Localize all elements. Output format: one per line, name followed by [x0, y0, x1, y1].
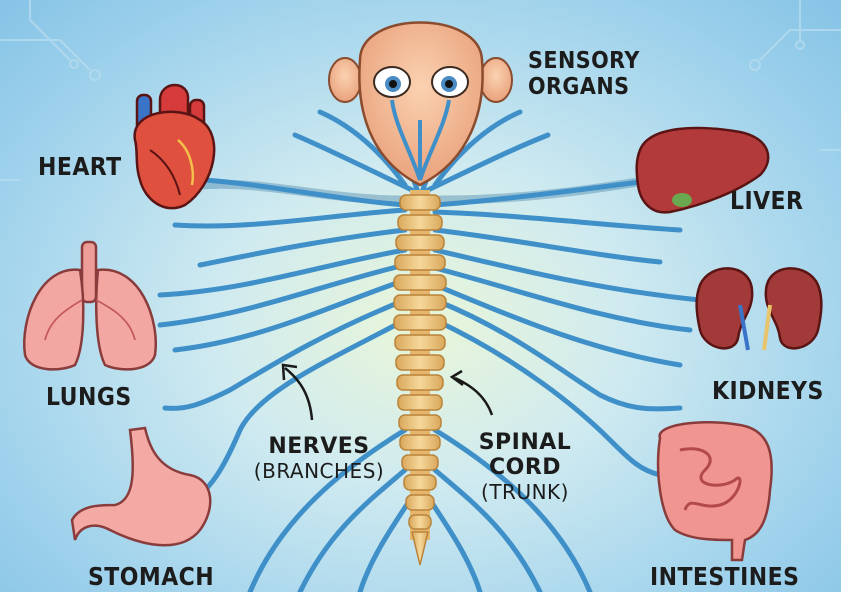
label-lungs: LUNGS	[46, 382, 132, 411]
label-nerves-line2: (BRANCHES)	[244, 459, 394, 483]
label-sensory-line1: SENSORY	[528, 48, 640, 74]
label-kidneys: KIDNEYS	[712, 376, 824, 405]
label-spinal-line2: CORD	[470, 455, 580, 480]
intestines-illustration	[658, 422, 772, 560]
label-heart: HEART	[38, 152, 122, 181]
label-liver: LIVER	[730, 186, 803, 215]
label-spinal-line3: (TRUNK)	[470, 480, 580, 504]
label-spinal-cord: SPINAL CORD (TRUNK)	[470, 430, 580, 504]
stomach-illustration	[72, 428, 210, 545]
kidneys-illustration	[697, 268, 822, 350]
arrows	[283, 365, 492, 420]
label-nerves: NERVES (BRANCHES)	[244, 434, 394, 483]
label-stomach: STOMACH	[88, 562, 214, 591]
label-sensory-organs: SENSORY ORGANS	[528, 48, 640, 100]
label-spinal-line1: SPINAL	[470, 430, 580, 455]
label-sensory-line2: ORGANS	[528, 74, 640, 100]
heart-illustration	[135, 85, 215, 208]
lungs-illustration	[24, 242, 156, 369]
label-intestines: INTESTINES	[650, 562, 799, 591]
label-nerves-line1: NERVES	[244, 434, 394, 459]
